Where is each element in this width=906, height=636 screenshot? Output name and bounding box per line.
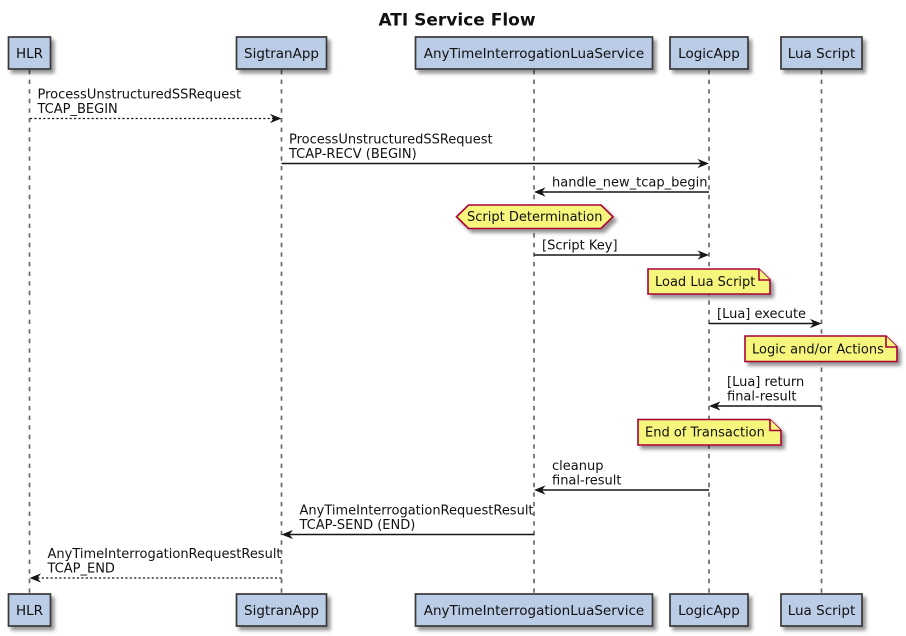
message-6-label-line-1: [Lua] return bbox=[727, 375, 804, 390]
participant-bottom-sigtranapp: SigtranApp bbox=[235, 593, 328, 627]
message-9-label-line-1: AnyTimeInterrogationRequestResult bbox=[48, 547, 282, 562]
participant-top-sigtranapp-label: SigtranApp bbox=[244, 46, 319, 62]
note-load-lua-script-label: Load Lua Script bbox=[655, 275, 755, 290]
message-4: [Script Key] bbox=[534, 239, 709, 260]
message-6: [Lua] return final-result bbox=[709, 375, 822, 411]
message-9: AnyTimeInterrogationRequestResult TCAP_E… bbox=[29, 547, 282, 583]
note-script-determination-label: Script Determination bbox=[467, 210, 602, 225]
message-7: cleanup final-result bbox=[534, 459, 709, 495]
message-7-label-line-1: cleanup bbox=[552, 459, 603, 474]
note-load-lua-script: Load Lua Script bbox=[647, 268, 771, 295]
message-8-label-line-1: AnyTimeInterrogationRequestResult bbox=[300, 504, 534, 519]
message-9-arrowhead bbox=[29, 573, 41, 583]
message-1-arrowhead bbox=[270, 113, 282, 124]
participant-bottom-luascript: Lua Script bbox=[780, 593, 863, 627]
message-2: ProcessUnstructuredSSRequest TCAP-RECV (… bbox=[281, 133, 709, 169]
participant-bottom-luascript-label: Lua Script bbox=[788, 603, 856, 619]
message-1-label-line-1: ProcessUnstructuredSSRequest bbox=[38, 88, 242, 103]
message-8-label-line-2: TCAP-SEND (END) bbox=[299, 518, 416, 533]
note-logic-and-or-actions: Logic and/or Actions bbox=[744, 335, 898, 363]
participant-bottom-logicapp-label: LogicApp bbox=[678, 603, 740, 619]
participant-top-luascript-label: Lua Script bbox=[788, 46, 856, 62]
participant-bottom-logicapp: LogicApp bbox=[669, 593, 749, 627]
note-logic-and-or-actions-label: Logic and/or Actions bbox=[752, 343, 884, 358]
message-8-arrowhead bbox=[281, 529, 293, 540]
message-4-arrowhead bbox=[697, 250, 709, 260]
message-7-arrowhead bbox=[534, 485, 546, 495]
message-1: ProcessUnstructuredSSRequest TCAP_BEGIN bbox=[30, 88, 282, 124]
message-1-label-line-2: TCAP_BEGIN bbox=[37, 102, 118, 117]
note-end-of-transaction: End of Transaction bbox=[637, 418, 782, 446]
participant-top-logicapp-label: LogicApp bbox=[678, 46, 740, 62]
note-end-of-transaction-label: End of Transaction bbox=[645, 426, 765, 441]
participant-bottom-anytimeinterrogationluaservice: AnyTimeInterrogationLuaService bbox=[414, 593, 654, 627]
participant-bottom-sigtranapp-label: SigtranApp bbox=[244, 603, 319, 619]
participant-top-hlr: HLR bbox=[7, 36, 52, 70]
message-3-label-line-1: handle_new_tcap_begin bbox=[552, 176, 708, 191]
message-2-label-line-2: TCAP-RECV (BEGIN) bbox=[288, 147, 417, 162]
participant-bottom-hlr-label: HLR bbox=[16, 603, 43, 619]
diagram-title: ATI Service Flow bbox=[378, 11, 535, 31]
message-8: AnyTimeInterrogationRequestResult TCAP-S… bbox=[281, 504, 534, 540]
message-6-arrowhead bbox=[709, 401, 721, 411]
participant-top-anytimeinterrogationluaservice-label: AnyTimeInterrogationLuaService bbox=[424, 46, 645, 62]
message-5: [Lua] execute bbox=[709, 307, 822, 329]
participant-top-logicapp: LogicApp bbox=[669, 36, 749, 70]
message-9-label-line-2: TCAP_END bbox=[47, 562, 115, 577]
message-7-label-line-2: final-result bbox=[552, 474, 621, 489]
message-5-label-line-1: [Lua] execute bbox=[717, 307, 806, 322]
message-5-arrowhead bbox=[810, 318, 822, 329]
participant-top-anytimeinterrogationluaservice: AnyTimeInterrogationLuaService bbox=[414, 36, 654, 70]
message-3: handle_new_tcap_begin bbox=[534, 176, 709, 197]
participant-top-hlr-label: HLR bbox=[16, 46, 43, 62]
message-3-arrowhead bbox=[534, 187, 546, 197]
note-script-determination: Script Determination bbox=[455, 204, 615, 230]
message-6-label-line-2: final-result bbox=[727, 390, 796, 405]
message-4-label-line-1: [Script Key] bbox=[542, 239, 618, 254]
message-2-label-line-1: ProcessUnstructuredSSRequest bbox=[289, 133, 493, 148]
participant-bottom-anytimeinterrogationluaservice-label: AnyTimeInterrogationLuaService bbox=[424, 603, 645, 619]
message-2-arrowhead bbox=[697, 158, 709, 169]
participant-bottom-hlr: HLR bbox=[7, 593, 52, 627]
participant-top-luascript: Lua Script bbox=[780, 36, 863, 70]
participant-top-sigtranapp: SigtranApp bbox=[235, 36, 328, 70]
